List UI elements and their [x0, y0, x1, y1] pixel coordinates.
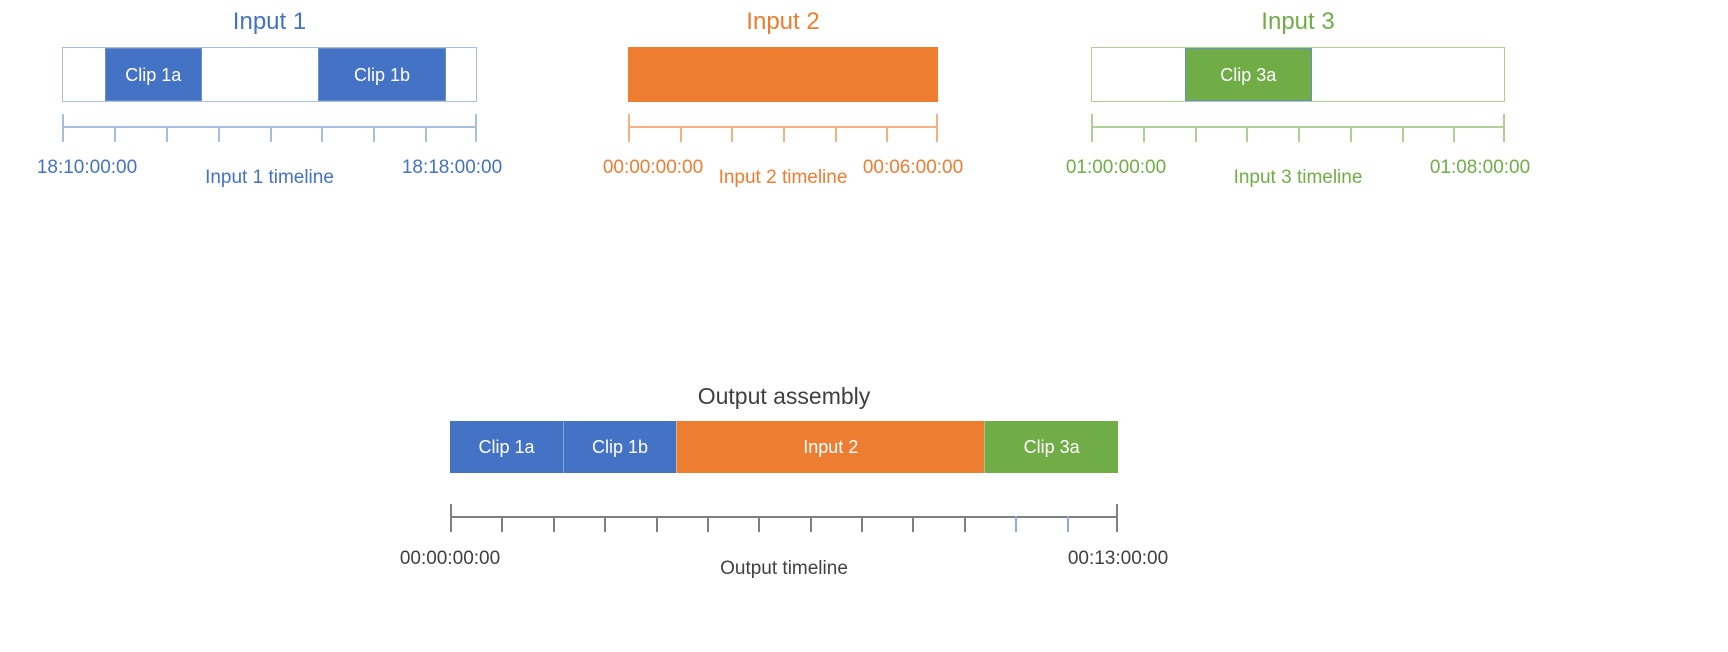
output-ruler-tick — [963, 516, 966, 532]
input-3-axis-label: Input 3 timeline — [1233, 167, 1363, 188]
output-title: Output assembly — [697, 383, 871, 409]
input-3-ruler-tick — [1349, 126, 1352, 142]
output-ruler-tick — [655, 516, 658, 532]
input-1-ruler-tick — [62, 114, 64, 142]
input-1-track[interactable]: Clip 1a Clip 1b — [62, 47, 477, 102]
input-1-ruler-tick — [165, 126, 168, 142]
output-start-timecode: 00:00:00:00 — [399, 548, 501, 569]
output-ruler-tick — [1015, 516, 1018, 532]
input-1-ruler-tick — [269, 126, 272, 142]
output-ruler-tick — [604, 516, 607, 532]
output-segment-label: Clip 1b — [592, 437, 649, 457]
input-1-ruler-tick — [217, 126, 220, 142]
input-3-ruler-tick — [1298, 126, 1300, 142]
input-1-ruler-tick — [475, 114, 477, 142]
input-3-ruler — [1091, 114, 1505, 142]
input-3-ruler-tick — [1194, 126, 1197, 142]
input-2-start-timecode: 00:00:00:00 — [602, 157, 704, 178]
input-2-title: Input 2 — [746, 8, 820, 35]
input-1-ruler-tick — [425, 126, 428, 142]
output-ruler-tick — [912, 516, 915, 532]
output-ruler-tick — [1066, 516, 1069, 532]
output-ruler-tick — [809, 516, 812, 532]
input-2-ruler-tick — [731, 126, 734, 142]
output-ruler — [450, 504, 1118, 532]
output-segment-label: Clip 1a — [478, 437, 535, 457]
input-2-axis-label: Input 2 timeline — [718, 167, 848, 188]
input-3-ruler-tick — [1246, 126, 1249, 142]
input-1-axis-label: Input 1 timeline — [205, 167, 334, 188]
output-segment-label: Clip 3a — [1023, 437, 1080, 457]
output-ruler-tick — [552, 516, 555, 532]
input-2-ruler-tick — [834, 126, 837, 142]
input-1-clip-1-label: Clip 1a — [125, 64, 182, 85]
input-3-title: Input 3 — [1261, 8, 1335, 35]
input-2-track[interactable] — [628, 47, 938, 102]
input-1-ruler-tick — [113, 126, 116, 142]
input-3-ruler-tick — [1142, 126, 1145, 142]
output-assembly-bar[interactable]: Clip 1a Clip 1b Input 2 Clip 3a — [450, 421, 1118, 473]
input-2-ruler — [628, 114, 938, 142]
input-3-ruler-tick — [1503, 114, 1505, 142]
input-3-clip-1-label: Clip 3a — [1220, 64, 1277, 85]
output-segment[interactable]: Clip 3a — [984, 421, 1118, 473]
input-1-ruler — [62, 114, 477, 142]
output-ruler-line — [450, 516, 1118, 518]
input-3-ruler-tick — [1453, 126, 1456, 142]
output-segment[interactable]: Input 2 — [676, 421, 985, 473]
input-3-ruler-tick — [1401, 126, 1404, 142]
input-3-end-timecode: 01:08:00:00 — [1429, 157, 1531, 178]
input-3-clip-1[interactable]: Clip 3a — [1184, 48, 1312, 101]
input-1-clip-2-label: Clip 1b — [354, 64, 411, 85]
input-1-ruler-tick — [321, 126, 324, 142]
input-1-ruler-tick — [373, 126, 376, 142]
input-2-ruler-tick — [783, 126, 785, 142]
input-3-track[interactable]: Clip 3a — [1091, 47, 1505, 102]
input-2-ruler-tick — [679, 126, 682, 142]
output-ruler-tick — [861, 516, 864, 532]
output-ruler-tick — [1116, 504, 1118, 532]
input-3-ruler-tick — [1091, 114, 1093, 142]
input-1-clip-2[interactable]: Clip 1b — [318, 48, 446, 101]
input-2-clip-1[interactable] — [628, 47, 938, 102]
input-2-ruler-tick — [936, 114, 938, 142]
output-ruler-tick — [758, 516, 761, 532]
output-ruler-tick — [706, 516, 709, 532]
input-1-clip-1[interactable]: Clip 1a — [104, 48, 203, 101]
input-1-end-timecode: 18:18:00:00 — [401, 157, 503, 178]
input-2-end-timecode: 00:06:00:00 — [862, 157, 964, 178]
input-3-start-timecode: 01:00:00:00 — [1065, 157, 1167, 178]
output-segment[interactable]: Clip 1b — [563, 421, 677, 473]
input-2-ruler-tick — [886, 126, 889, 142]
output-segment[interactable]: Clip 1a — [450, 421, 564, 473]
output-ruler-tick — [450, 504, 452, 532]
input-1-start-timecode: 18:10:00:00 — [36, 157, 138, 178]
output-segment-label: Input 2 — [803, 437, 859, 457]
output-ruler-tick — [501, 516, 504, 532]
output-end-timecode: 00:13:00:00 — [1067, 548, 1169, 569]
input-2-ruler-tick — [628, 114, 630, 142]
output-axis-label: Output timeline — [720, 558, 848, 579]
input-1-title: Input 1 — [232, 8, 307, 35]
